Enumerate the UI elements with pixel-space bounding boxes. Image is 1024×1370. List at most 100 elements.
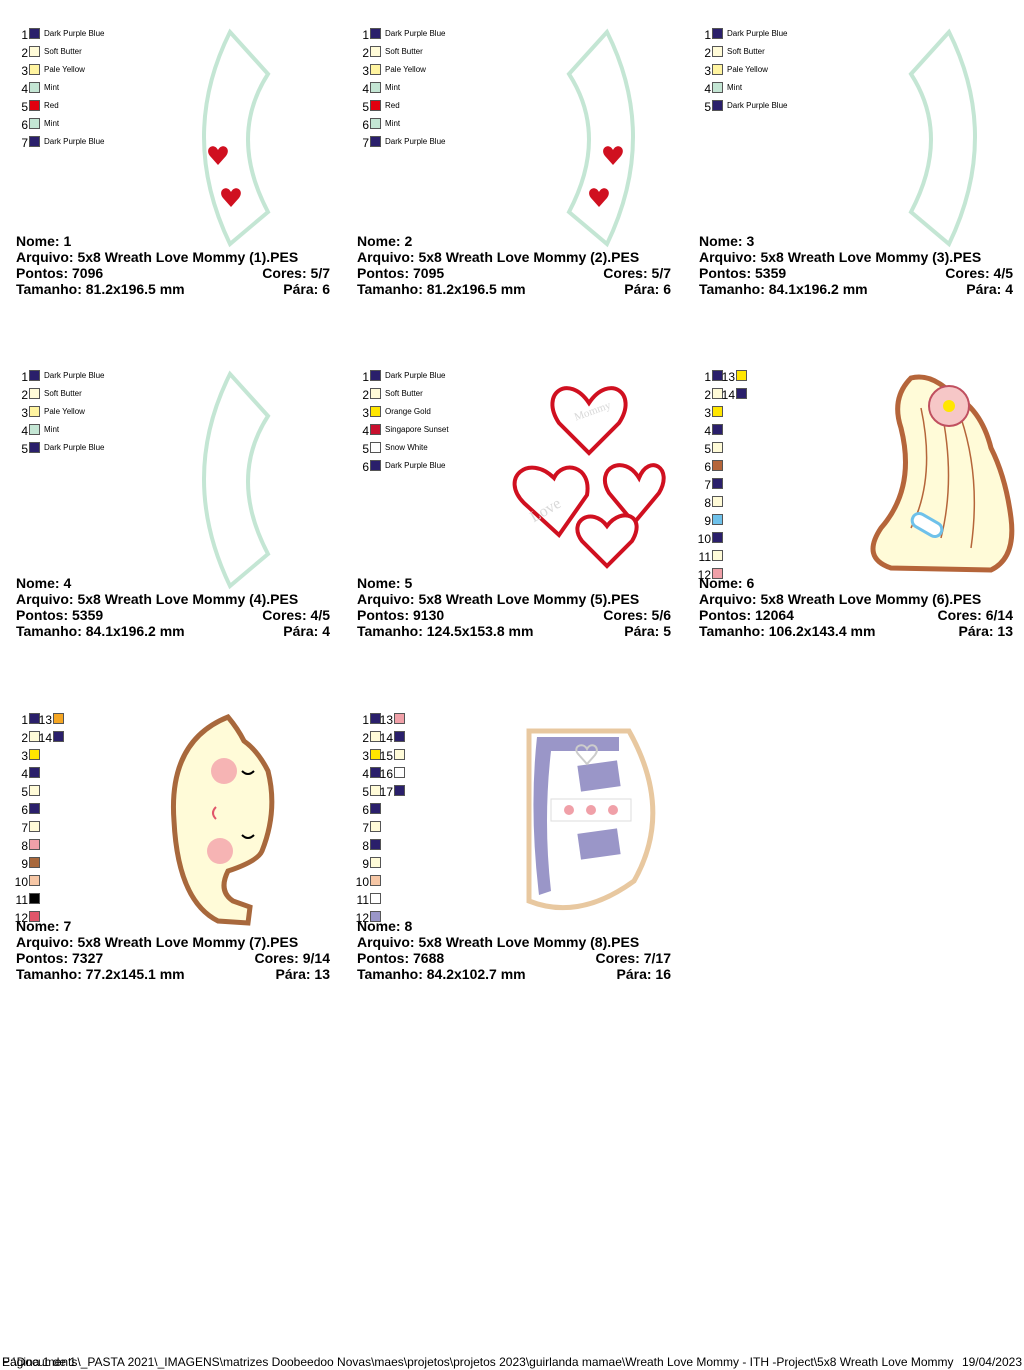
legend-number: 4	[21, 424, 28, 438]
legend-number: 14	[721, 388, 735, 402]
legend-row: 4	[355, 766, 505, 784]
legend-number: 6	[21, 118, 28, 132]
legend-number: 14	[38, 731, 52, 745]
cores-field: Cores: 9/14	[255, 950, 331, 966]
wreath-arc-hearts-mirrored-image	[566, 28, 635, 248]
legend-number: 2	[362, 731, 369, 745]
stitches-row-label: Pontos:	[357, 265, 410, 281]
hearts-image: Mommy Love	[512, 386, 666, 569]
color-swatch	[29, 136, 40, 147]
file-path: E:\Documents\_PASTA 2021\_IMAGENS\matriz…	[2, 1355, 954, 1369]
legend-number: 1	[21, 28, 28, 42]
para-field: Pára: 5	[624, 623, 671, 639]
color-name: Dark Purple Blue	[385, 29, 446, 38]
name-row-value: 5	[404, 575, 413, 591]
name-row-label: Nome:	[699, 575, 743, 591]
legend-number: 11	[356, 893, 369, 907]
size-row-value: 84.1x196.2 mm	[768, 281, 868, 297]
cores-label: Cores:	[262, 607, 307, 623]
size-row-label: Tamanho:	[16, 966, 82, 982]
stitches-row-value: 5359	[72, 607, 104, 623]
legend-number: 16	[379, 767, 393, 781]
file-row-label: Arquivo:	[357, 591, 415, 607]
color-swatch	[712, 514, 723, 525]
legend-number: 4	[362, 424, 369, 438]
legend-number: 4	[21, 82, 28, 96]
color-swatch	[394, 767, 405, 778]
legend-number: 7	[362, 136, 369, 150]
legend-row: 1	[697, 369, 847, 387]
color-name: Mint	[44, 83, 60, 92]
color-swatch	[712, 478, 723, 489]
color-swatch	[712, 46, 723, 57]
cores-value: 9/14	[302, 950, 330, 966]
file-row: Arquivo: 5x8 Wreath Love Mommy (5).PES	[357, 591, 677, 607]
moon-face-image	[170, 714, 275, 926]
color-swatch	[29, 731, 40, 742]
cores-value: 4/5	[310, 607, 330, 623]
legend-row: 9	[355, 856, 505, 874]
legend-number: 8	[362, 839, 369, 853]
color-name: Soft Butter	[385, 389, 423, 398]
size-row-value: 81.2x196.5 mm	[426, 281, 526, 297]
color-swatch	[29, 406, 40, 417]
para-value: 6	[663, 281, 671, 297]
file-row-value: 5x8 Wreath Love Mommy (7).PES	[77, 934, 299, 950]
legend-number: 8	[704, 496, 711, 510]
color-name: Red	[44, 101, 59, 110]
color-swatch	[370, 370, 381, 381]
legend-number: 4	[362, 82, 369, 96]
page-footer: Página 1 de 1 E:\Documents\_PASTA 2021\_…	[0, 1355, 1024, 1369]
cores-value: 7/17	[643, 950, 671, 966]
name-row: Nome: 6	[699, 575, 1019, 591]
cores-label: Cores:	[603, 607, 648, 623]
para-field: Pára: 6	[624, 281, 671, 297]
cores-field: Cores: 7/17	[596, 950, 672, 966]
legend-number: 2	[704, 46, 711, 60]
stitches-row-value: 7096	[72, 265, 104, 281]
legend-number: 3	[362, 749, 369, 763]
legend-number: 2	[362, 46, 369, 60]
color-swatch	[736, 388, 747, 399]
stitches-row-value: 12064	[755, 607, 794, 623]
file-row-value: 5x8 Wreath Love Mommy (3).PES	[760, 249, 982, 265]
legend-row: 5	[14, 784, 164, 802]
cores-label: Cores:	[262, 265, 307, 281]
legend-row: 4	[697, 423, 847, 441]
color-swatch	[370, 911, 381, 922]
color-swatch	[712, 388, 723, 399]
para-value: 16	[655, 966, 671, 982]
cores-label: Cores:	[945, 265, 990, 281]
legend-number: 4	[704, 424, 711, 438]
page-number: Página 1 de 1	[2, 1355, 77, 1369]
legend-row: 17	[379, 784, 529, 802]
para-field: Pára: 13	[959, 623, 1014, 639]
para-label: Pára:	[283, 281, 319, 297]
color-swatch	[394, 713, 405, 724]
color-name: Mint	[385, 83, 401, 92]
para-field: Pára: 13	[276, 966, 331, 982]
file-row: Arquivo: 5x8 Wreath Love Mommy (6).PES	[699, 591, 1019, 607]
legend-number: 4	[704, 82, 711, 96]
color-swatch	[394, 731, 405, 742]
legend-row: 11	[355, 892, 505, 910]
para-field: Pára: 6	[283, 281, 330, 297]
legend-number: 1	[362, 370, 369, 384]
wreath-arc-image	[202, 370, 271, 590]
file-row-value: 5x8 Wreath Love Mommy (6).PES	[760, 591, 982, 607]
legend-row: 14	[379, 730, 529, 748]
legend-row: 6	[355, 802, 505, 820]
name-row-value: 2	[404, 233, 413, 249]
design-preview	[499, 26, 679, 250]
color-swatch	[370, 767, 381, 778]
legend-row: 10	[697, 531, 847, 549]
size-row-value: 124.5x153.8 mm	[426, 623, 534, 639]
legend-number: 2	[704, 388, 711, 402]
color-swatch	[712, 64, 723, 75]
